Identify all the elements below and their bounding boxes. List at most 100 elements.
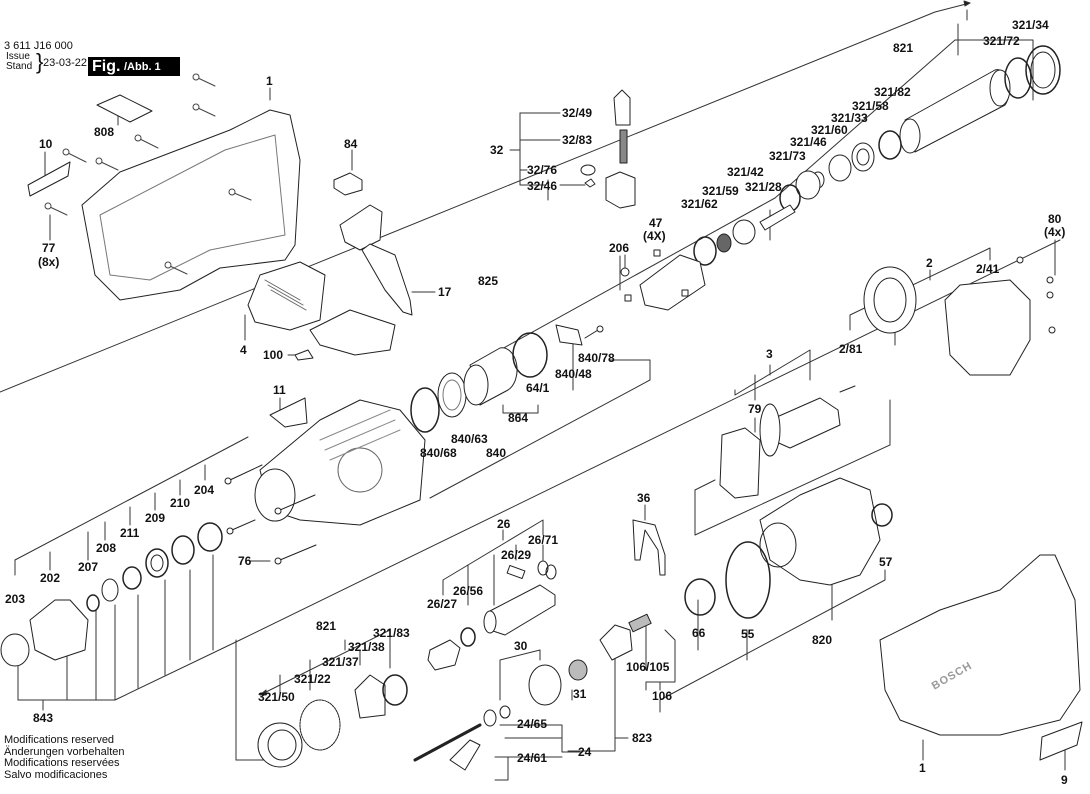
callout-32-49[interactable]: 32/49 (562, 106, 593, 120)
callout-26-29[interactable]: 26/29 (501, 548, 532, 562)
callout-10[interactable]: 10 (39, 137, 53, 151)
callout-321-38[interactable]: 321/38 (348, 640, 385, 654)
callout-321-72[interactable]: 321/72 (983, 34, 1020, 48)
screws-77 (44, 73, 252, 275)
figure-badge: Fig. /Abb. 1 (88, 57, 180, 76)
callout-2-81[interactable]: 2/81 (839, 342, 863, 356)
callout-321-58[interactable]: 321/58 (852, 99, 889, 113)
callout-84[interactable]: 84 (344, 137, 358, 151)
clip-36 (632, 519, 666, 576)
leader-840-bracket (429, 359, 651, 499)
callout-26-27[interactable]: 26/27 (427, 597, 458, 611)
leader-2-bracket (849, 247, 991, 331)
callout-66[interactable]: 66 (692, 626, 706, 640)
callout-211[interactable]: 211 (120, 526, 140, 540)
callout-64-1[interactable]: 64/1 (526, 381, 550, 395)
callout-321-28[interactable]: 321/28 (745, 180, 782, 194)
callout-9[interactable]: 9 (1061, 773, 1068, 787)
callout-77-qty: (8x) (38, 255, 60, 269)
callout-77[interactable]: 77 (42, 241, 56, 255)
callout-321-59[interactable]: 321/59 (702, 184, 739, 198)
callout-26-71[interactable]: 26/71 (528, 533, 559, 547)
part-100 (294, 349, 314, 361)
callout-864[interactable]: 864 (508, 411, 529, 425)
callout-100[interactable]: 100 (263, 348, 284, 362)
callout-840-48[interactable]: 840/48 (555, 367, 592, 381)
callout-3[interactable]: 3 (766, 347, 773, 361)
callout-106[interactable]: 106 (652, 689, 673, 703)
callout-79[interactable]: 79 (748, 402, 762, 416)
callout-57[interactable]: 57 (879, 555, 893, 569)
callout-106-105[interactable]: 106/105 (626, 660, 670, 674)
callout-32-46[interactable]: 32/46 (527, 179, 558, 193)
callout-1-bottom[interactable]: 1 (919, 761, 926, 775)
callout-206[interactable]: 206 (609, 241, 630, 255)
callout-32-76[interactable]: 32/76 (527, 163, 558, 177)
note-es: Salvo modificaciones (4, 768, 108, 781)
callout-24-65[interactable]: 24/65 (517, 717, 548, 731)
ring-gear-part (257, 722, 303, 768)
spring-part (619, 129, 628, 164)
callout-808[interactable]: 808 (94, 125, 115, 139)
leader-821-bottom (259, 629, 391, 696)
callout-36[interactable]: 36 (637, 491, 651, 505)
callout-840[interactable]: 840 (486, 446, 507, 460)
callout-207[interactable]: 207 (78, 560, 99, 574)
callout-823[interactable]: 823 (632, 731, 653, 745)
callout-321-34[interactable]: 321/34 (1012, 18, 1049, 32)
callout-55[interactable]: 55 (741, 627, 755, 641)
callout-840-68[interactable]: 840/68 (420, 446, 457, 460)
callout-840-78[interactable]: 840/78 (578, 351, 615, 365)
bearing-30 (528, 664, 562, 706)
callout-11[interactable]: 11 (273, 383, 286, 397)
callout-321-22[interactable]: 321/22 (294, 672, 331, 686)
callout-76[interactable]: 76 (238, 554, 252, 568)
callout-17[interactable]: 17 (438, 285, 452, 299)
callout-31[interactable]: 31 (573, 687, 587, 701)
callout-840-63[interactable]: 840/63 (451, 432, 488, 446)
callout-321-60[interactable]: 321/60 (811, 123, 848, 137)
callout-24[interactable]: 24 (578, 745, 592, 759)
callout-47[interactable]: 47 (649, 216, 663, 230)
callout-843[interactable]: 843 (33, 711, 54, 725)
issue-label: Issue (6, 51, 30, 62)
callout-321-82[interactable]: 321/82 (874, 85, 911, 99)
callout-210[interactable]: 210 (170, 496, 191, 510)
callout-26[interactable]: 26 (497, 517, 511, 531)
brush-cap-part (613, 89, 631, 126)
callout-321-83[interactable]: 321/83 (373, 626, 410, 640)
callout-208[interactable]: 208 (96, 541, 117, 555)
callout-821-top[interactable]: 821 (893, 41, 914, 55)
callout-80[interactable]: 80 (1048, 212, 1062, 226)
callout-2[interactable]: 2 (926, 256, 933, 270)
callout-30[interactable]: 30 (514, 639, 528, 653)
callout-321-62[interactable]: 321/62 (681, 197, 718, 211)
callout-204[interactable]: 204 (194, 483, 215, 497)
callout-821-bottom[interactable]: 821 (316, 619, 337, 633)
housing-nose (254, 468, 296, 522)
callout-321-46[interactable]: 321/46 (790, 135, 827, 149)
callout-1-top[interactable]: 1 (266, 74, 273, 88)
callout-321-33[interactable]: 321/33 (831, 111, 868, 125)
callout-825[interactable]: 825 (478, 274, 499, 288)
brace-icon: } (36, 49, 44, 74)
callout-321-42[interactable]: 321/42 (727, 165, 764, 179)
leader-820-bracket (659, 569, 886, 713)
callout-321-73[interactable]: 321/73 (769, 149, 806, 163)
callout-24-61[interactable]: 24/61 (517, 751, 548, 765)
callout-202[interactable]: 202 (40, 571, 61, 585)
part-26-27 (427, 639, 461, 671)
callout-203[interactable]: 203 (5, 592, 26, 606)
callout-32[interactable]: 32 (490, 143, 504, 157)
callout-209[interactable]: 209 (145, 511, 166, 525)
dust-cap-202 (29, 599, 89, 661)
callout-4[interactable]: 4 (240, 343, 247, 357)
callout-26-56[interactable]: 26/56 (453, 584, 484, 598)
callout-321-50[interactable]: 321/50 (258, 690, 295, 704)
callout-2-41[interactable]: 2/41 (976, 262, 1000, 276)
callout-321-37[interactable]: 321/37 (322, 655, 359, 669)
leader-106-bracket (645, 629, 676, 691)
callout-820[interactable]: 820 (812, 633, 833, 647)
callout-32-83[interactable]: 32/83 (562, 133, 593, 147)
